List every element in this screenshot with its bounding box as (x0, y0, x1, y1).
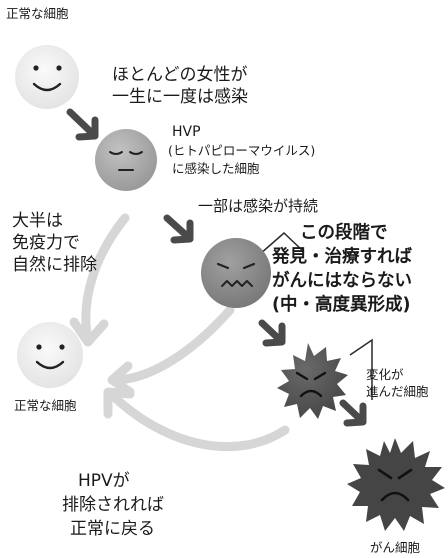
hvp-label: HVP (172, 124, 201, 140)
light-arrows (69, 213, 290, 451)
normal-cell-mid-icon (17, 322, 83, 388)
normal-cell-top-label: 正常な細胞 (6, 6, 69, 21)
majority-line3: 自然に排除 (12, 255, 97, 275)
partial-persist-label: 一部は感染が持続 (198, 197, 319, 215)
hpv-remove-line1: HPVが (78, 471, 130, 491)
arrow-persist-to-changed-head (262, 322, 286, 347)
detect-line2: 発見・治療すれば (272, 247, 412, 267)
changed-line2: 進んだ細胞 (366, 384, 429, 399)
most-women-line2: 一生に一度は感染 (112, 87, 248, 107)
arrow-cancer-head (103, 387, 135, 419)
hvp-paren-label: (ヒトパピローマウイルス) (168, 143, 316, 158)
arrow-persist-to-changed (258, 319, 283, 343)
arrow-majority-to-normal (81, 213, 130, 345)
arrow-normal-to-infected-head (75, 116, 99, 141)
changed-cell-icon (277, 343, 348, 419)
arrow-normal-to-infected (66, 108, 96, 137)
hpv-remove-line3: 正常に戻る (70, 519, 155, 539)
normal-cell-top-icon (15, 45, 79, 109)
bracket-line (259, 231, 305, 255)
hvp-infected-label: に感染した細胞 (172, 161, 260, 176)
most-women-line1: ほとんどの女性が (112, 65, 248, 85)
arrow-persist-head (107, 361, 135, 397)
dark-arrows (66, 108, 367, 427)
majority-line1: 大半は (12, 211, 63, 231)
detect-line1: この段階で (300, 223, 388, 243)
detect-line4: (中・高度異形成) (272, 295, 411, 315)
infected-cell-icon (95, 129, 157, 191)
arrow-cancer-to-normal (107, 390, 290, 451)
cancer-cell-label: がん細胞 (370, 540, 421, 555)
arrow-majority-head (69, 317, 109, 347)
arrow-infected-to-persist-head (170, 219, 194, 244)
arrow-persist-to-normal (113, 305, 235, 385)
cancer-cell-icon (347, 438, 445, 531)
persistent-infection-cell-icon (201, 238, 271, 308)
majority-line2: 免疫力で (12, 233, 80, 253)
normal-cell-mid-label: 正常な細胞 (14, 398, 77, 413)
hpv-remove-line2: 排除されれば (62, 495, 164, 515)
detect-line3: がんにはならない (272, 271, 412, 291)
arrow-changed-to-cancer (339, 399, 364, 423)
bracket-line-2 (349, 338, 373, 400)
changed-line1: 変化が (366, 367, 404, 382)
arrow-changed-to-cancer-head (343, 402, 367, 427)
arrow-infected-to-persist (163, 214, 191, 240)
